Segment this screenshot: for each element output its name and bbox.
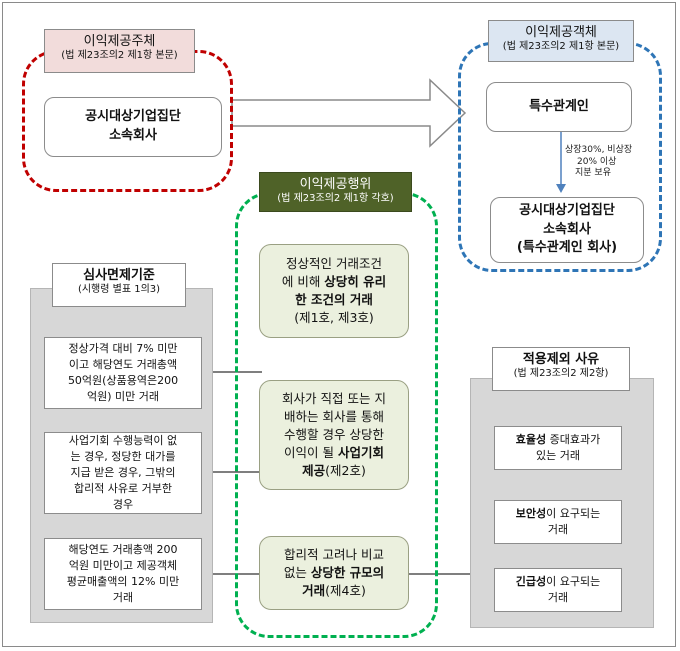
related-party-label: 특수관계인 bbox=[529, 98, 589, 114]
exclusion-item-2: 보안성이 요구되는 거래 bbox=[494, 500, 622, 544]
affiliate-line1: 공시대상기업집단 bbox=[519, 202, 615, 218]
exclusion-item-3-text: 이 요구되는 bbox=[546, 575, 601, 589]
hollow-arrow bbox=[231, 78, 467, 148]
act-item-3-text-a: 합리적 고려나 비교 bbox=[284, 546, 384, 562]
subject-box-line1: 공시대상기업집단 bbox=[85, 109, 181, 125]
act-item-2-text-a: 회사가 직접 또는 지 bbox=[282, 390, 386, 406]
exclusion-item-3-text-b: 거래 bbox=[547, 591, 569, 604]
review-item-2: 사업기회 수행능력이 없 는 경우, 정당한 대가를 지급 받은 경우, 그밖의… bbox=[44, 432, 202, 514]
exclusion-tag-title: 적용제외 사유 bbox=[522, 352, 600, 367]
review-tag-title: 심사면제기준 bbox=[83, 268, 155, 283]
exclusion-item-1-text-b: 있는 거래 bbox=[536, 449, 580, 462]
review-tag: 심사면제기준 (시행령 별표 1의3) bbox=[52, 263, 186, 307]
holding-note: 상장30%, 비상장 20% 이상 지분 보유 bbox=[565, 145, 655, 180]
subject-tag-sub: (법 제23조의2 제1항 본문) bbox=[61, 50, 178, 62]
affiliate-line2: 소속회사 bbox=[543, 221, 591, 237]
act-tag-title: 이익제공행위 bbox=[299, 177, 372, 192]
affiliate-line3: (특수관계인 회사) bbox=[516, 240, 618, 256]
exclusion-item-1-bold: 효율성 bbox=[515, 433, 547, 447]
exclusion-item-1: 효율성 증대효과가 있는 거래 bbox=[494, 426, 622, 470]
subject-tag-title: 이익제공주체 bbox=[83, 34, 156, 49]
exclusion-item-2-text: 이 요구되는 bbox=[546, 507, 601, 521]
act-item-3-text-b: 없는 bbox=[283, 564, 311, 580]
review-tag-sub: (시행령 별표 1의3) bbox=[77, 284, 161, 296]
review-item-2-l1: 사업기회 수행능력이 없 bbox=[68, 434, 178, 448]
object-tag: 이익제공객체 (법 제23조의2 제1항 본문) bbox=[488, 20, 634, 62]
exclusion-tag-sub: (법 제23조의2 제2항) bbox=[513, 368, 609, 380]
exclusion-item-3: 긴급성이 요구되는 거래 bbox=[494, 568, 622, 612]
act-item-3-bold-b: 거래 bbox=[302, 583, 326, 599]
act-item-2: 회사가 직접 또는 지 배하는 회사를 통해 수행할 경우 상당한 이익이 될 … bbox=[259, 380, 409, 490]
review-item-1-l4: 억원) 미만 거래 bbox=[86, 389, 159, 403]
review-item-2-l4: 합리적 사유로 거부한 bbox=[73, 481, 173, 495]
exclusion-item-2-bold: 보안성 bbox=[515, 507, 547, 521]
holding-note-1: 상장30%, 비상장 bbox=[565, 145, 633, 155]
subject-box: 공시대상기업집단 소속회사 bbox=[44, 97, 222, 157]
act-item-3-ref: (제4호) bbox=[325, 583, 366, 599]
review-item-2-l2: 는 경우, 정당한 대가를 bbox=[70, 450, 176, 464]
holding-arrow-head bbox=[556, 184, 566, 193]
act-tag-sub: (법 제23조의2 제1항 각호) bbox=[277, 193, 394, 205]
review-item-3-l2: 억원 미만이고 제공객체 bbox=[68, 559, 178, 573]
related-party-box: 특수관계인 bbox=[486, 82, 632, 132]
subject-box-line2: 소속회사 bbox=[109, 128, 157, 143]
review-item-2-l5: 경우 bbox=[112, 497, 134, 511]
act-item-2-text-d: 이익이 될 bbox=[284, 445, 338, 461]
act-item-3: 합리적 고려나 비교 없는 상당한 규모의 거래(제4호) bbox=[259, 536, 409, 610]
act-item-1-ref: (제1호, 제3호) bbox=[294, 310, 374, 326]
subject-tag: 이익제공주체 (법 제23조의2 제1항 본문) bbox=[44, 29, 195, 73]
review-item-3: 해당연도 거래총액 200 억원 미만이고 제공객체 평균매출액의 12% 미만… bbox=[44, 538, 202, 610]
act-item-1-text-b: 에 비해 bbox=[281, 273, 325, 289]
act-item-2-text-c: 수행할 경우 상당한 bbox=[284, 426, 384, 442]
review-item-1-l2: 이고 해당연도 거래총액 bbox=[68, 358, 178, 372]
holding-note-3: 지분 보유 bbox=[575, 168, 611, 179]
review-item-2-l3: 지급 받은 경우, 그밖의 bbox=[70, 466, 176, 480]
review-item-1-l3: 50억원(상품용역은200 bbox=[67, 374, 179, 387]
exclusion-item-3-bold: 긴급성 bbox=[515, 575, 547, 589]
affiliate-box: 공시대상기업집단 소속회사 (특수관계인 회사) bbox=[490, 197, 644, 263]
review-item-3-l1: 해당연도 거래총액 200 bbox=[68, 543, 178, 557]
holding-note-2: 20% 이상 bbox=[577, 156, 617, 167]
exclusion-tag: 적용제외 사유 (법 제23조의2 제2항) bbox=[492, 347, 630, 391]
object-tag-sub: (법 제23조의2 제1항 본문) bbox=[502, 41, 620, 53]
review-item-1: 정상가격 대비 7% 미만 이고 해당연도 거래총액 50억원(상품용역은200… bbox=[44, 337, 202, 409]
review-item-1-l1: 정상가격 대비 7% 미만 bbox=[68, 342, 178, 356]
act-item-2-bold-a: 사업기회 bbox=[337, 445, 384, 461]
exclusion-item-1-text: 증대효과가 bbox=[546, 433, 601, 447]
review-item-3-l3: 평균매출액의 12% 미만 bbox=[66, 575, 180, 588]
act-item-1-bold-b: 한 조건의 거래 bbox=[295, 292, 373, 307]
review-item-3-l4: 거래 bbox=[112, 590, 134, 604]
act-item-1-bold-a: 상당히 유리 bbox=[324, 273, 387, 289]
act-item-1-text-a: 정상적인 거래조건 bbox=[286, 255, 382, 271]
act-item-2-ref: (제2호) bbox=[325, 463, 366, 479]
act-item-2-text-b: 배하는 회사를 통해 bbox=[284, 408, 384, 424]
act-item-1: 정상적인 거래조건 에 비해 상당히 유리 한 조건의 거래 (제1호, 제3호… bbox=[259, 244, 409, 338]
act-tag: 이익제공행위 (법 제23조의2 제1항 각호) bbox=[259, 172, 412, 212]
exclusion-item-2-text-b: 거래 bbox=[547, 523, 569, 536]
act-item-2-bold-b: 제공 bbox=[302, 463, 326, 479]
object-tag-title: 이익제공객체 bbox=[525, 25, 597, 40]
act-item-3-bold-a: 상당한 규모의 bbox=[310, 564, 385, 580]
